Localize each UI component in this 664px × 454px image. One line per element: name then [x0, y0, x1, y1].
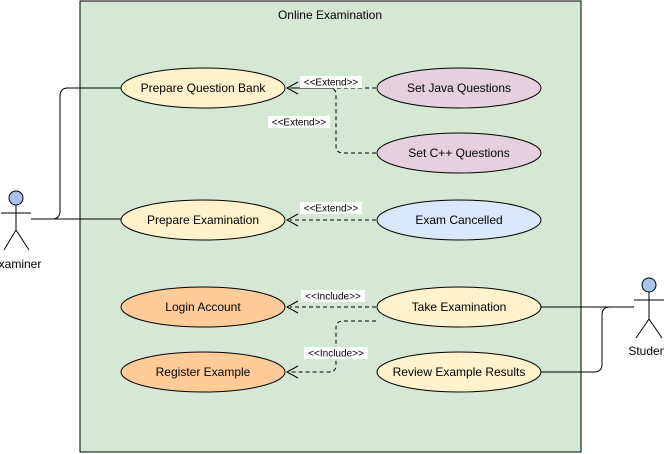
svg-text:Register Example: Register Example: [156, 365, 251, 379]
extend-cpp-line: [290, 87, 376, 154]
student-label: Student: [628, 344, 664, 358]
extend-cpp-label: <<Extend>>: [272, 118, 327, 129]
use-case-exam-cancelled: Exam Cancelled: [376, 199, 542, 241]
use-case-login-account: Login Account: [120, 286, 286, 328]
associations: [31, 87, 634, 373]
student-head: [641, 277, 657, 293]
use-case-prepare-question-bank: Prepare Question Bank: [120, 67, 286, 109]
arrowhead-login: [285, 300, 299, 314]
use-case-set-cpp-questions: Set C++ Questions: [376, 132, 542, 174]
arrowheads: [285, 81, 299, 379]
svg-text:Set Java Questions: Set Java Questions: [407, 81, 511, 95]
examiner-label: Examiner: [0, 257, 41, 271]
system-title: Online Examination: [278, 8, 382, 22]
association-student-review: [541, 306, 634, 373]
arrowhead-examination: [285, 213, 299, 227]
actor-examiner: Examiner: [0, 190, 41, 271]
use-case-prepare-examination: Prepare Examination: [120, 199, 286, 241]
extend-cpp-label-bg: [268, 116, 330, 128]
use-case-register-example: Register Example: [120, 351, 286, 393]
student-body: [634, 292, 664, 339]
svg-text:Prepare Examination: Prepare Examination: [147, 213, 259, 227]
use-case-take-examination: Take Examination: [376, 286, 542, 328]
arrowhead-register: [285, 365, 299, 379]
actor-student: Student: [628, 277, 664, 358]
use-case-review-example-results: Review Example Results: [376, 351, 542, 393]
include-register-label: <<Include>>: [308, 349, 364, 360]
extend-cancel-label-bg: [300, 202, 362, 214]
use-cases: Prepare Question Bank Set Java Questions…: [120, 67, 542, 393]
extend-java-label-bg: [300, 76, 362, 88]
svg-text:Exam Cancelled: Exam Cancelled: [415, 213, 502, 227]
svg-text:Take Examination: Take Examination: [412, 300, 507, 314]
svg-text:Login Account: Login Account: [165, 300, 241, 314]
extend-java-label: <<Extend>>: [304, 78, 359, 89]
svg-text:Set C++ Questions: Set C++ Questions: [408, 146, 509, 160]
include-login-label: <<Include>>: [305, 292, 361, 303]
arrowhead-question-bank: [285, 81, 299, 95]
extend-cancel-label: <<Extend>>: [304, 204, 359, 215]
svg-text:Prepare Question Bank: Prepare Question Bank: [141, 81, 267, 95]
svg-text:Review Example Results: Review Example Results: [393, 365, 526, 379]
use-case-set-java-questions: Set Java Questions: [376, 67, 542, 109]
relation-labels: <<Extend>> <<Extend>> <<Extend>> <<Inclu…: [268, 76, 368, 360]
examiner-head: [8, 190, 24, 206]
include-login-label-bg: [301, 290, 365, 302]
include-register-label-bg: [304, 347, 368, 359]
include-register-line: [290, 320, 376, 373]
examiner-body: [1, 205, 31, 251]
